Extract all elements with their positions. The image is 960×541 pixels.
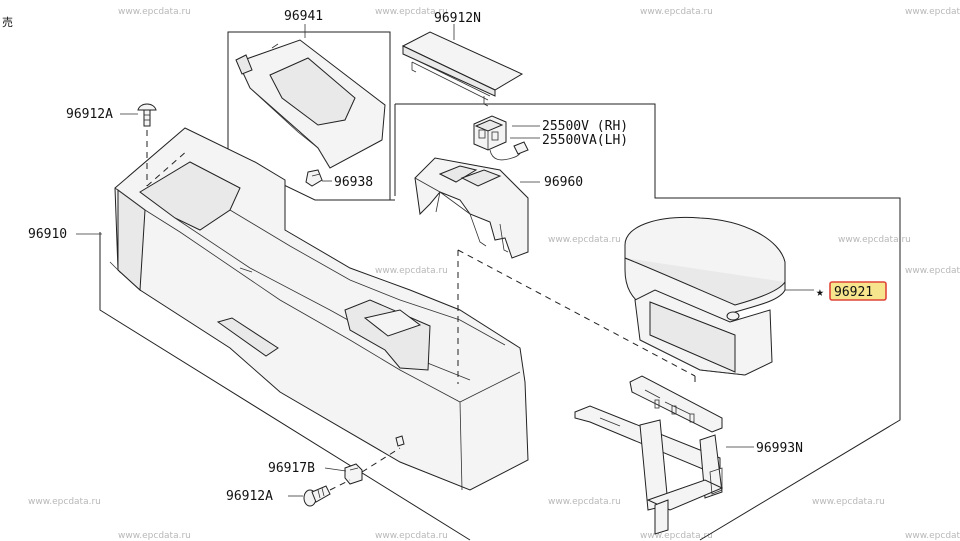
watermarks: www.epcdata.ru www.epcdata.ru www.epcdat… bbox=[28, 7, 960, 541]
watermark: www.epcdata.ru bbox=[548, 497, 621, 507]
watermark: www.epcdata.ru bbox=[905, 7, 960, 17]
part-96941-lid[interactable] bbox=[235, 39, 386, 169]
label-96917B[interactable]: 96917B bbox=[268, 461, 315, 476]
label-96921[interactable]: 96921 bbox=[834, 285, 873, 300]
part-96993N-bracket[interactable] bbox=[574, 375, 724, 535]
watermark: www.epcdata.ru bbox=[118, 531, 191, 541]
label-96941[interactable]: 96941 bbox=[284, 9, 323, 24]
label-96910[interactable]: 96910 bbox=[28, 227, 67, 242]
part-96912N-tray[interactable] bbox=[401, 31, 524, 107]
part-96910-console-body[interactable] bbox=[109, 127, 529, 491]
watermark: www.epcdata.ru bbox=[812, 497, 885, 507]
watermark: www.epcdata.ru bbox=[905, 266, 960, 276]
label-96938[interactable]: 96938 bbox=[334, 175, 373, 190]
watermark: www.epcdata.ru bbox=[375, 266, 448, 276]
label-96912A-top[interactable]: 96912A bbox=[66, 107, 113, 122]
star-mark: ★ bbox=[816, 285, 824, 300]
watermark: www.epcdata.ru bbox=[640, 7, 713, 17]
label-96912N[interactable]: 96912N bbox=[434, 11, 481, 26]
label-96960[interactable]: 96960 bbox=[544, 175, 583, 190]
assembly-frame-left bbox=[99, 232, 471, 541]
part-96912A-screw-top[interactable] bbox=[137, 103, 157, 127]
part-96938-clip[interactable] bbox=[305, 169, 323, 187]
watermark: www.epcdata.ru bbox=[548, 235, 621, 245]
part-96912A-screw-bottom[interactable] bbox=[303, 485, 331, 507]
highlight-96921 bbox=[829, 281, 887, 301]
label-25500V[interactable]: 25500V (RH) bbox=[542, 119, 628, 134]
label-96912A-bottom[interactable]: 96912A bbox=[226, 489, 273, 504]
dash-screw-top-2 bbox=[146, 149, 189, 187]
corner-mark: 売 bbox=[2, 16, 13, 29]
watermark: www.epcdata.ru bbox=[375, 7, 448, 17]
watermark: www.epcdata.ru bbox=[118, 7, 191, 17]
watermark: www.epcdata.ru bbox=[28, 497, 101, 507]
part-96917B-clip[interactable] bbox=[344, 463, 363, 485]
part-96960-bezel[interactable] bbox=[414, 157, 529, 259]
label-96993N[interactable]: 96993N bbox=[756, 441, 803, 456]
watermark: www.epcdata.ru bbox=[375, 531, 448, 541]
leader-lines bbox=[76, 24, 814, 497]
watermark: www.epcdata.ru bbox=[640, 531, 713, 541]
watermark: www.epcdata.ru bbox=[905, 531, 960, 541]
part-25500V-switch[interactable] bbox=[473, 115, 529, 161]
assembly-frame-right bbox=[395, 103, 901, 541]
dash-lines bbox=[329, 249, 696, 491]
part-96921-armrest[interactable] bbox=[624, 216, 786, 376]
label-25500VA[interactable]: 25500VA(LH) bbox=[542, 133, 628, 148]
watermark: www.epcdata.ru bbox=[838, 235, 911, 245]
